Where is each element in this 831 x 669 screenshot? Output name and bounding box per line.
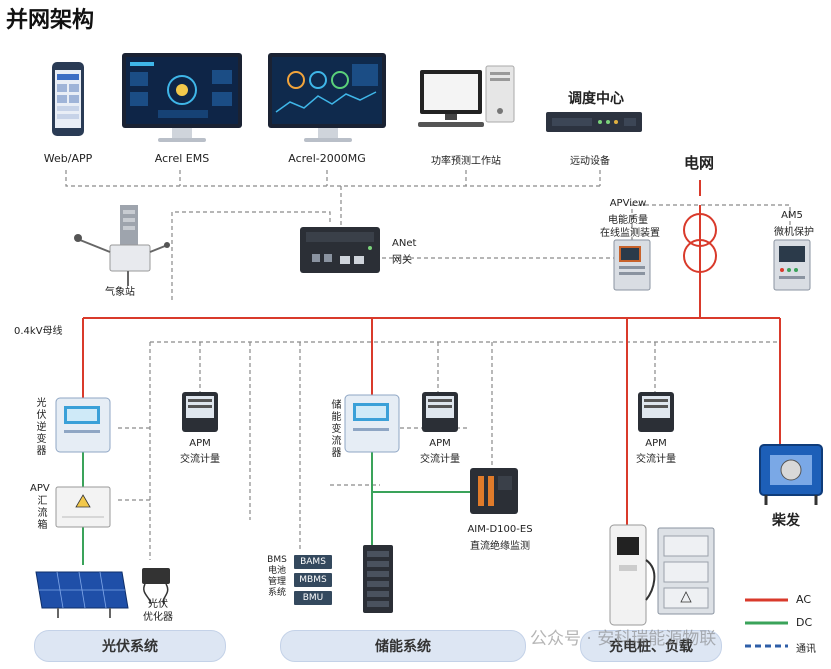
charging-system-pill: 充电桩、负载 <box>580 630 722 662</box>
aim-label: AIM-D100-ES <box>467 524 533 535</box>
apview-label: APView <box>609 198 647 209</box>
pv-system-pill: 光伏系统 <box>34 630 226 662</box>
apv-combiner-label: 汇流箱 <box>37 496 48 531</box>
apm-label: APM <box>429 438 451 449</box>
transformer-icon <box>683 213 717 273</box>
dc-lines <box>82 452 470 565</box>
diesel-label: 柴发 <box>772 513 800 529</box>
watermark-text: 公众号 · 安科瑞能源物联 <box>530 629 717 649</box>
battery-rack-icon <box>363 545 393 613</box>
pv-optimizer-sub-label: 优化器 <box>143 612 173 623</box>
forecast-station-label: 功率预测工作站 <box>431 156 501 167</box>
workstation-icon <box>418 65 515 127</box>
ac-lines <box>82 180 781 530</box>
mg-monitor-icon <box>268 53 386 142</box>
anet-gateway-icon <box>300 227 380 273</box>
apm-meter-icon <box>638 392 674 432</box>
page-title: 并网架构 <box>6 8 95 33</box>
phone-icon <box>52 62 84 136</box>
remote-device-label: 远动设备 <box>570 156 610 167</box>
comm-network <box>65 170 791 560</box>
dispatch-center-label: 调度中心 <box>568 91 624 107</box>
load-cabinet-icon <box>657 527 715 615</box>
apm-sub-label: 交流计量 <box>636 454 676 465</box>
legend-dc-label: DC <box>796 616 813 629</box>
acrel-2000mg-label: Acrel-2000MG <box>288 152 366 165</box>
weather-station-label: 气象站 <box>105 287 135 298</box>
pv-inverter-label: 光伏逆变器 <box>36 398 47 457</box>
legend-comm-label: 通讯 <box>796 644 816 655</box>
apm-meter-icon <box>422 392 458 432</box>
web-app-label: Web/APP <box>43 152 93 165</box>
apview-quality-label: 电能质量 <box>608 215 648 226</box>
pv-optimizer-icon <box>142 568 170 605</box>
ems-monitor-icon <box>122 53 242 142</box>
apm-label: APM <box>189 438 211 449</box>
apv-label: APV <box>30 483 50 494</box>
apm-meter-icon <box>182 392 218 432</box>
bams-box: BAMS <box>294 555 332 569</box>
anet-gateway-label: 网关 <box>392 255 412 266</box>
solar-panel-icon <box>35 571 129 618</box>
busbar-label: 0.4kV母线 <box>14 326 63 337</box>
apm-sub-label: 交流计量 <box>420 454 460 465</box>
pv-optimizer-label: 光伏 <box>148 599 168 610</box>
diesel-generator-icon <box>759 444 823 505</box>
apm-label: APM <box>645 438 667 449</box>
storage-pcs-icon <box>344 394 400 453</box>
aim-monitor-icon <box>470 468 518 514</box>
weather-station-icon <box>74 205 170 286</box>
legend-ac-label: AC <box>796 593 812 606</box>
am5-icon <box>773 239 811 291</box>
aim-sub-label: 直流绝缘监测 <box>470 541 530 552</box>
acrel-ems-label: Acrel EMS <box>154 152 210 165</box>
pv-inverter-icon <box>55 397 111 453</box>
bmu-box: BMU <box>294 591 332 605</box>
storage-system-pill: 储能系统 <box>280 630 526 662</box>
am5-protection-label: 微机保护 <box>774 227 814 238</box>
apview-icon <box>613 239 651 291</box>
apview-monitor-label: 在线监测装置 <box>600 228 660 239</box>
combiner-box-icon <box>55 486 111 528</box>
ev-charger-icon <box>609 524 656 626</box>
legend-lines <box>745 598 788 648</box>
apm-sub-label: 交流计量 <box>180 454 220 465</box>
am5-label: AM5 <box>781 210 803 221</box>
anet-label: ANet <box>392 238 417 249</box>
bms-label: BMS电池管理系统 <box>267 555 287 598</box>
remote-device-icon <box>546 112 642 132</box>
grid-label: 电网 <box>684 154 715 172</box>
mbms-box: MBMS <box>294 573 332 587</box>
storage-pcs-label: 储能变流器 <box>331 400 342 459</box>
